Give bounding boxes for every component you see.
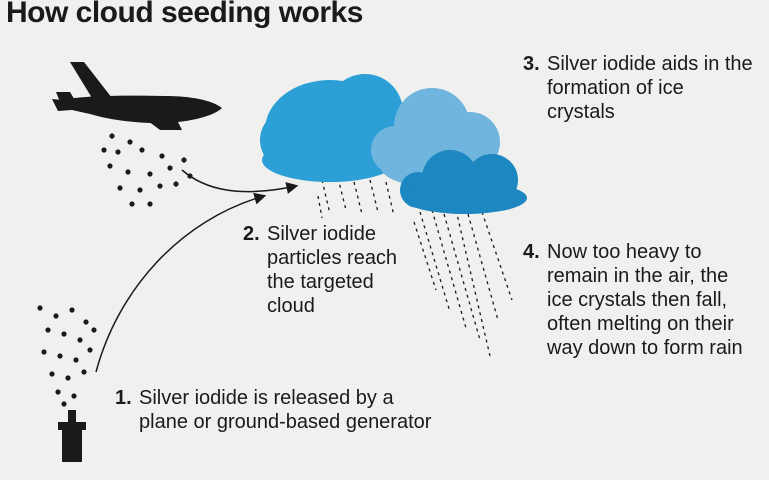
- particle-dot: [65, 375, 71, 381]
- step-1-number: 1.: [115, 387, 132, 409]
- rain-streak: [443, 213, 481, 341]
- rain-icon: [317, 177, 513, 357]
- particle-dot: [61, 331, 67, 337]
- particle-dot: [173, 181, 179, 187]
- particle-dot: [157, 183, 163, 189]
- particle-dot: [87, 347, 93, 353]
- step-2-text: Silver iodide particles reach the target…: [267, 223, 398, 317]
- step-2-label: 2. Silver iodide particles reach the tar…: [243, 222, 423, 318]
- step-3-number: 3.: [523, 53, 540, 75]
- particle-dot: [159, 153, 165, 159]
- particle-dot: [107, 163, 113, 169]
- airplane-icon: [52, 62, 222, 130]
- rain-streak: [481, 211, 513, 301]
- ground-particles-icon: [37, 305, 97, 407]
- particle-dot: [41, 349, 47, 355]
- particle-dot: [101, 147, 107, 153]
- particle-dot: [109, 133, 115, 139]
- rain-streak: [431, 209, 467, 329]
- cloud-main: [260, 74, 403, 182]
- step-2-number: 2.: [243, 223, 260, 245]
- particle-dot: [81, 369, 87, 375]
- particle-dot: [73, 357, 79, 363]
- step-4-label: 4. Now too heavy to remain in the air, t…: [523, 240, 753, 360]
- step-1-label: 1. Silver iodide is released by a plane …: [115, 386, 445, 434]
- ground-generator-icon: [58, 410, 86, 462]
- particle-dot: [115, 149, 121, 155]
- rain-streak: [455, 209, 491, 357]
- rain-streak: [353, 181, 363, 215]
- rain-streak: [321, 179, 331, 215]
- particle-dot: [127, 139, 133, 145]
- rain-streak: [419, 211, 451, 313]
- particle-dot: [125, 169, 131, 175]
- rain-streak: [369, 179, 379, 213]
- particle-dot: [45, 327, 51, 333]
- rain-streak: [385, 181, 395, 217]
- arrow-plane-to-cloud: [181, 169, 299, 194]
- particle-dot: [181, 157, 187, 163]
- particle-dot: [147, 171, 153, 177]
- rain-streak: [337, 177, 347, 211]
- rain-streak: [413, 221, 437, 291]
- plane-particles-icon: [101, 133, 193, 207]
- particle-dot: [71, 393, 77, 399]
- step-3-label: 3. Silver iodide aids in the formation o…: [523, 52, 753, 124]
- particle-dot: [137, 187, 143, 193]
- particle-dot: [117, 185, 123, 191]
- particle-dot: [61, 401, 67, 407]
- step-3-text: Silver iodide aids in the formation of i…: [547, 53, 753, 123]
- particle-dot: [83, 319, 89, 325]
- particle-dot: [147, 201, 153, 207]
- particle-dot: [129, 201, 135, 207]
- particle-dot: [91, 327, 97, 333]
- step-1-text: Silver iodide is released by a plane or …: [139, 387, 432, 433]
- particle-dot: [77, 337, 83, 343]
- particle-dot: [37, 305, 43, 311]
- step-4-text: Now too heavy to remain in the air, the …: [547, 241, 743, 359]
- diagram-title: How cloud seeding works: [6, 0, 363, 29]
- arrow-ground-to-cloud: [95, 192, 267, 373]
- rain-streak: [317, 195, 323, 219]
- particle-dot: [53, 313, 59, 319]
- particle-dot: [139, 147, 145, 153]
- step-4-number: 4.: [523, 241, 540, 263]
- particle-dot: [167, 165, 173, 171]
- particle-dot: [55, 389, 61, 395]
- particle-dot: [69, 307, 75, 313]
- particle-dot: [57, 353, 63, 359]
- rain-streak: [467, 213, 499, 321]
- cloud-icon: [400, 150, 527, 214]
- particle-dot: [49, 371, 55, 377]
